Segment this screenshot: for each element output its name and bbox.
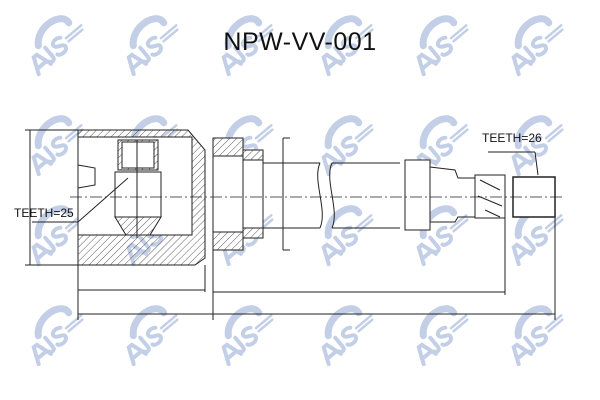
- watermark-logo: [511, 15, 564, 77]
- watermark-logo: [416, 305, 469, 367]
- watermark-logo: [31, 205, 84, 267]
- watermark-logo: [31, 305, 84, 367]
- watermark-logo: [416, 15, 469, 77]
- teeth-left-label: TEETH=25: [14, 206, 74, 220]
- shaft-collar: [404, 159, 431, 231]
- watermark-logo: [416, 205, 469, 267]
- watermark-logo: [221, 305, 274, 367]
- watermark-logo: [511, 115, 564, 177]
- watermark-logo: [321, 15, 374, 77]
- shaft: [263, 162, 400, 229]
- watermark-logo: [321, 305, 374, 367]
- watermark-logo: [126, 305, 179, 367]
- teeth-right-label: TEETH=26: [482, 131, 542, 145]
- watermark-logo: [221, 15, 274, 77]
- watermark-logo: [511, 305, 564, 367]
- watermark-logo: [126, 15, 179, 77]
- watermark-logo: [31, 15, 84, 77]
- part-number-title: NPW-VV-001: [223, 28, 377, 56]
- watermark-logo: [321, 115, 374, 177]
- watermark-logo: [321, 205, 374, 267]
